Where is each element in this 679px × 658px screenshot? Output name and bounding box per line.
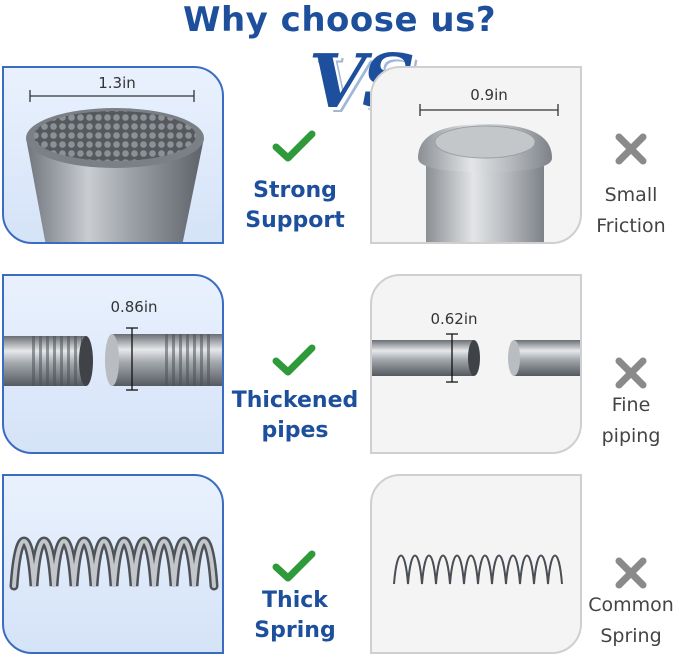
fine-piping-panel: 0.62in xyxy=(370,274,582,454)
strong-support-panel: 1.3in xyxy=(2,66,224,244)
dimension-label: 0.9in xyxy=(470,86,508,104)
common-spring-label: Common Spring xyxy=(588,594,674,647)
small-foot-cap-image xyxy=(418,104,559,242)
thick-spring-image xyxy=(9,536,219,591)
check-icon xyxy=(272,130,316,162)
thin-spring-image xyxy=(393,554,563,585)
thick-pipe-image xyxy=(4,327,222,391)
common-spring-panel xyxy=(370,474,582,654)
page-title: Why choose us? xyxy=(182,0,497,40)
thick-spring-label: Thick Spring xyxy=(254,588,336,643)
cross-icon xyxy=(615,557,647,589)
cross-icon xyxy=(615,357,647,389)
dimension-label: 0.86in xyxy=(110,298,158,316)
fine-piping-label: Fine piping xyxy=(601,394,661,447)
small-friction-panel: 0.9in xyxy=(370,66,582,244)
check-icon xyxy=(272,344,316,376)
small-friction-label: Small Friction xyxy=(596,184,666,237)
dimension-label: 0.62in xyxy=(430,310,478,328)
thin-pipe-image xyxy=(372,333,580,383)
thickened-pipes-label: Thickened pipes xyxy=(231,388,359,443)
check-icon xyxy=(272,550,316,582)
thick-spring-panel xyxy=(2,474,224,654)
dimension-label: 1.3in xyxy=(98,74,136,92)
cross-icon xyxy=(615,133,647,165)
large-foot-cap-image xyxy=(26,90,204,242)
strong-support-label: Strong Support xyxy=(245,178,345,233)
thickened-pipes-panel: 0.86in xyxy=(2,274,224,454)
